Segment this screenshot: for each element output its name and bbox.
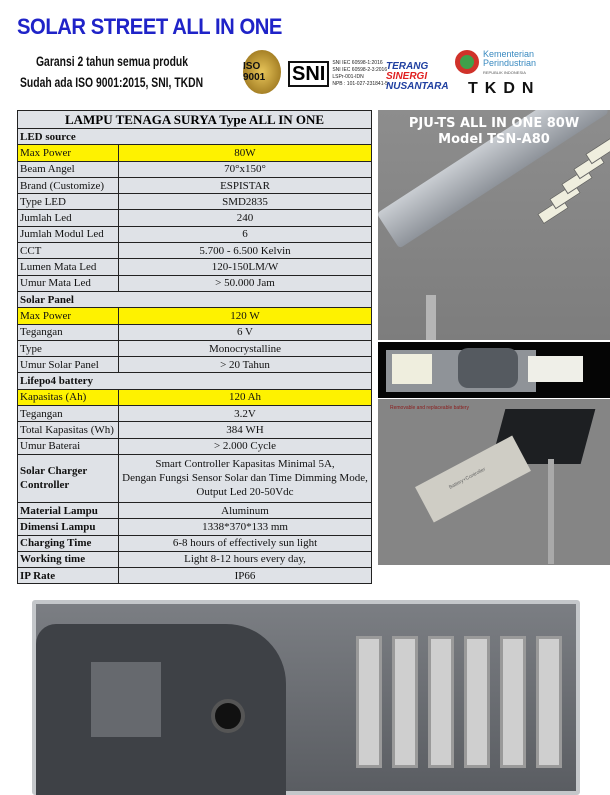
spec-label: Beam Angel <box>17 160 119 178</box>
table-row: Total Kapasitas (Wh)384 WH <box>17 421 372 439</box>
battery-note: Removable and replaceable battery <box>390 405 469 411</box>
table-row: Lifepo4 battery <box>17 372 372 390</box>
spec-value: 5.700 - 6.500 Kelvin <box>118 242 372 260</box>
table-row: Umur Solar Panel> 20 Tahun <box>17 356 372 374</box>
spec-value: 6 V <box>118 323 372 341</box>
spec-value: 6 <box>118 225 372 244</box>
spec-value: 120-150LM/W <box>118 258 372 276</box>
table-row: Kapasitas (Ah)120 Ah <box>17 388 372 407</box>
spec-label: Umur Solar Panel <box>17 356 119 374</box>
spec-label: Tegangan <box>17 405 119 423</box>
spec-value: 6-8 hours of effectively sun light <box>118 534 372 552</box>
spec-label: Max Power <box>17 307 119 325</box>
spec-label: Lumen Mata Led <box>17 258 119 276</box>
certification-text: Sudah ada ISO 9001:2015, SNI, TKDN <box>20 74 204 90</box>
tkdn-logo: TKDN <box>468 80 541 97</box>
spec-label: Working time <box>17 550 119 569</box>
spec-label: Type LED <box>17 193 119 211</box>
table-title: LAMPU TENAGA SURYA Type ALL IN ONE <box>17 110 372 129</box>
section-header: Lifepo4 battery <box>17 372 372 390</box>
spec-label: Type <box>17 339 119 358</box>
spec-label: Charging Time <box>17 534 119 552</box>
warranty-text: Garansi 2 tahun semua produk <box>36 53 188 69</box>
spec-label: Dimensi Lampu <box>17 518 119 536</box>
battery-label: Battery+Controller <box>448 466 487 491</box>
spec-label: Tegangan <box>17 323 119 341</box>
spec-label: Solar Charger Controller <box>17 453 119 503</box>
gear-icon <box>455 50 479 74</box>
iso-logo: ISO 9001 <box>243 50 281 94</box>
spec-value: Monocrystalline <box>118 339 372 358</box>
table-row: Umur Mata Led> 50.000 Jam <box>17 274 372 292</box>
spec-value: > 50.000 Jam <box>118 274 372 292</box>
spec-value: 384 WH <box>118 421 372 439</box>
spec-label: CCT <box>17 242 119 260</box>
section-header: Solar Panel <box>17 290 372 309</box>
spec-value: SMD2835 <box>118 193 372 211</box>
table-row: Brand (Customize)ESPISTAR <box>17 176 372 195</box>
table-row: Solar Panel <box>17 290 372 309</box>
spec-value: 70°x150° <box>118 160 372 178</box>
spec-label: IP Rate <box>17 567 119 585</box>
spec-label: Brand (Customize) <box>17 176 119 195</box>
spec-value: 3.2V <box>118 405 372 423</box>
spec-value: Smart Controller Kapasitas Minimal 5A, D… <box>118 453 372 503</box>
table-row: LED source <box>17 127 372 146</box>
photo-caption: PJU-TS ALL IN ONE 80W <box>408 116 580 131</box>
spec-label: Material Lampu <box>17 501 119 520</box>
product-photo-bottom <box>10 596 590 795</box>
spec-value: Light 8-12 hours every day, <box>118 550 372 569</box>
spec-value: IP66 <box>118 567 372 585</box>
page-title: SOLAR STREET ALL IN ONE <box>17 14 282 39</box>
spec-label: Kapasitas (Ah) <box>17 388 119 407</box>
photo-model: Model TSN-A80 <box>438 132 550 147</box>
spec-value: > 20 Tahun <box>118 356 372 374</box>
section-header: LED source <box>17 127 372 146</box>
spec-table: LAMPU TENAGA SURYA Type ALL IN ONE LED s… <box>17 110 372 585</box>
battery-replacement-photo: Removable and replaceable battery Batter… <box>378 399 610 565</box>
spec-value: Aluminum <box>118 501 372 520</box>
spec-value: > 2.000 Cycle <box>118 437 372 455</box>
spec-value: 120 W <box>118 307 372 325</box>
table-row: Umur Baterai> 2.000 Cycle <box>17 437 372 455</box>
spec-label: Total Kapasitas (Wh) <box>17 421 119 439</box>
product-photo-underside <box>378 342 610 398</box>
spec-value: ESPISTAR <box>118 176 372 195</box>
spec-label: Jumlah Modul Led <box>17 225 119 244</box>
spec-value: 80W <box>118 144 372 162</box>
spec-label: Jumlah Led <box>17 209 119 227</box>
spec-label: Max Power <box>17 144 119 162</box>
spec-label: Umur Mata Led <box>17 274 119 292</box>
spec-value: 1338*370*133 mm <box>118 518 372 536</box>
spec-label: Umur Baterai <box>17 437 119 455</box>
spec-value: 240 <box>118 209 372 227</box>
spec-value: 120 Ah <box>118 388 372 407</box>
